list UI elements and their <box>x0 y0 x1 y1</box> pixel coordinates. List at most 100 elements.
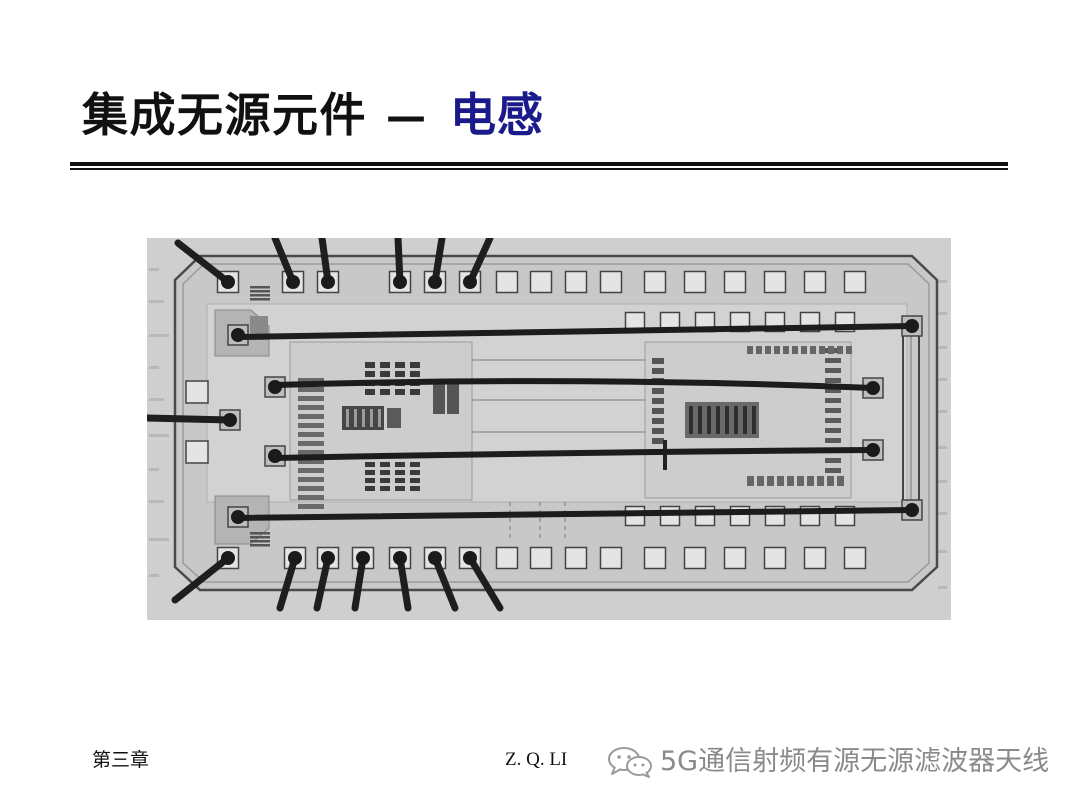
transistor-cell <box>395 462 405 467</box>
bond-pad <box>803 270 827 294</box>
wechat-icon <box>608 747 652 778</box>
transistor-bar <box>825 368 841 373</box>
transistor-bar <box>825 428 841 433</box>
transistor-cell <box>410 486 420 491</box>
bond-pad <box>599 546 623 570</box>
bond-pad <box>495 546 519 570</box>
transistor-bar <box>298 423 324 428</box>
transistor-bar <box>298 378 324 383</box>
comb-structure <box>250 536 270 539</box>
bondwire-inductor <box>272 378 876 391</box>
title-dash: — <box>386 94 426 140</box>
scan-artifact <box>149 468 159 471</box>
transistor-cell <box>410 470 420 475</box>
transistor-bar <box>825 438 841 443</box>
transistor-bar <box>298 396 324 401</box>
transistor-bar <box>652 418 664 424</box>
transistor-bar <box>298 477 324 482</box>
resistor <box>828 346 834 354</box>
bond-pad <box>643 270 667 294</box>
transistor-bar <box>298 486 324 491</box>
bond-pad <box>683 270 707 294</box>
wire-bond-ball <box>321 275 335 289</box>
bond-wire <box>147 414 234 424</box>
transistor-bar <box>298 414 324 419</box>
bond-pad <box>599 270 623 294</box>
transistor-bar <box>298 450 324 455</box>
wire-bond-ball <box>321 551 335 565</box>
wire-bond-ball <box>463 275 477 289</box>
bond-pad <box>659 505 681 527</box>
transistor-bar <box>298 405 324 410</box>
resistor <box>792 346 798 354</box>
transistor-cell <box>410 362 420 368</box>
scan-artifact <box>938 378 947 381</box>
active-cluster-finger <box>707 406 711 434</box>
transistor-cell <box>365 362 375 368</box>
bond-wire <box>276 554 299 612</box>
scan-artifact <box>938 446 947 449</box>
transistor-cell <box>380 478 390 483</box>
bondwire-inductor <box>235 323 915 340</box>
transistor-cell <box>410 371 420 377</box>
chip-micrograph <box>147 238 951 620</box>
resistor <box>783 346 789 354</box>
scan-artifact <box>938 280 947 283</box>
transistor-bar <box>652 388 664 394</box>
transistor-cell <box>380 462 390 467</box>
transistor-bar <box>652 358 664 364</box>
footer-chapter: 第三章 <box>92 749 150 771</box>
scan-artifact <box>149 268 159 271</box>
transistor-bar <box>825 378 841 383</box>
bondwire-inductor <box>235 507 915 521</box>
resistor <box>807 476 814 486</box>
transistor-bar <box>652 368 664 374</box>
resistor <box>810 346 816 354</box>
bond-wire <box>318 238 332 286</box>
transistor-cell <box>395 389 405 395</box>
scan-artifact <box>149 538 169 541</box>
bond-wire <box>431 238 446 286</box>
scan-artifact <box>149 434 169 437</box>
scan-artifact <box>938 586 947 589</box>
bond-pad <box>529 546 553 570</box>
transistor-bar <box>298 459 324 464</box>
wire-bond-ball <box>356 551 370 565</box>
wire-bond-ball <box>268 380 282 394</box>
scan-artifact <box>938 550 947 553</box>
bond-wires <box>147 238 504 612</box>
bond-pad <box>843 270 867 294</box>
bond-wire <box>466 238 494 286</box>
title-highlight: 电感 <box>450 88 544 142</box>
wire-bond-ball <box>223 413 237 427</box>
wire-bond-ball <box>905 319 919 333</box>
bond-pad <box>564 270 588 294</box>
resistor <box>817 476 824 486</box>
bond-pad <box>529 270 553 294</box>
active-cluster-finger <box>689 406 693 434</box>
transistor-cell <box>380 371 390 377</box>
scan-artifact <box>938 410 947 413</box>
transistor-cell <box>365 478 375 483</box>
transistor-cell <box>380 362 390 368</box>
scan-artifact <box>938 346 947 349</box>
bond-wire <box>313 554 332 612</box>
transistor-bar <box>298 504 324 509</box>
bond-wire <box>271 238 297 286</box>
wire-bond-ball <box>286 275 300 289</box>
circuit-blocks <box>289 341 852 542</box>
capacitor <box>433 384 445 414</box>
comb-structure <box>250 532 270 535</box>
comb-structure <box>250 298 270 301</box>
resistor <box>767 476 774 486</box>
transistor-cell <box>395 362 405 368</box>
bond-pad <box>763 546 787 570</box>
transistor-cell <box>365 389 375 395</box>
active-cluster <box>685 402 759 438</box>
chip-micrograph-figure <box>147 238 951 620</box>
wire-bond-ball <box>221 551 235 565</box>
scan-artifact <box>149 366 159 369</box>
resistor <box>774 346 780 354</box>
resistor <box>837 346 843 354</box>
comb-structure <box>250 286 270 289</box>
